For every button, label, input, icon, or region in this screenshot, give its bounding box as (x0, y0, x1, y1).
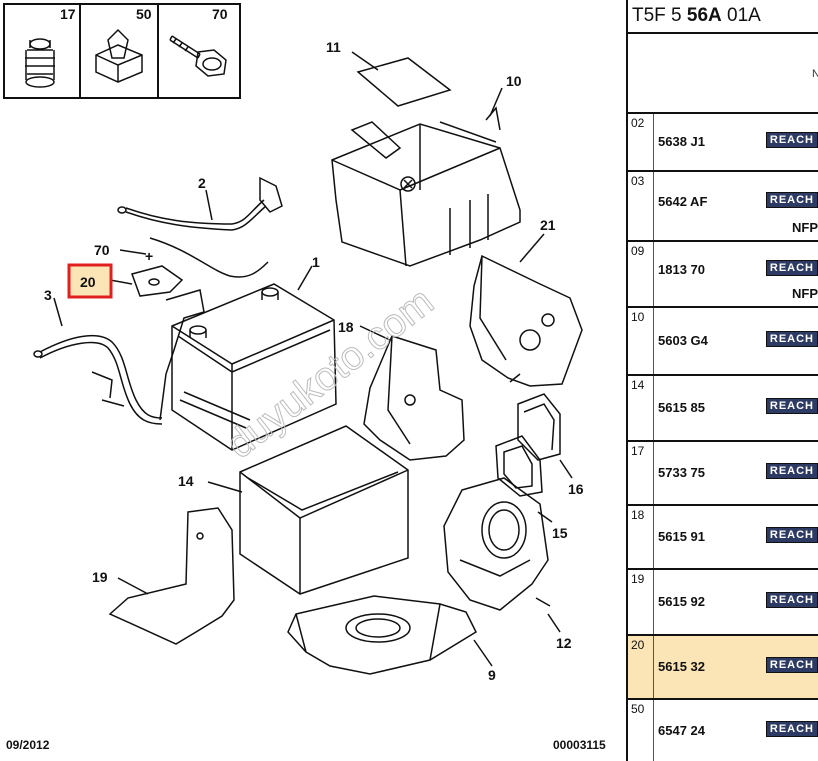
bracket-21 (469, 254, 583, 387)
cable-3 (33, 289, 205, 425)
tray-14 (239, 425, 409, 595)
inset-label-70: 70 (212, 6, 228, 22)
reach-badge: REACH (765, 331, 818, 347)
reach-badge: REACH (765, 398, 818, 414)
footer-code: 00003115 (553, 738, 606, 752)
screw-12 (535, 597, 551, 607)
inset-box (3, 3, 241, 99)
part-index: 19 (628, 570, 654, 634)
callout-19[interactable]: 19 (92, 569, 108, 585)
callout-70[interactable]: 70 (94, 242, 110, 258)
part-number[interactable]: 5615 92 (658, 594, 705, 609)
part-index: 14 (628, 376, 654, 440)
exploded-diagram: duyukoto.com 17 50 70 11 10 2 70 + 20 1 … (3, 3, 584, 683)
parts-panel: T5F 5 56A 01A N 02 5638 J1 REACH 03 5642 AF R… (626, 0, 818, 761)
part-row-10[interactable]: 10 5603 G4 REACH (628, 308, 818, 376)
parts-list: 02 5638 J1 REACH 03 5642 AF REACH NFP 09 1813 70… (628, 114, 818, 761)
callout-20[interactable]: 20 (80, 274, 96, 290)
callout-11[interactable]: 11 (326, 39, 341, 55)
reach-badge: REACH (765, 527, 818, 543)
inset-label-50: 50 (136, 6, 152, 22)
support-18 (363, 335, 465, 461)
part-row-18[interactable]: 18 5615 91 REACH (628, 506, 818, 570)
screw-70-icon (169, 35, 227, 77)
callout-16[interactable]: 16 (568, 481, 584, 497)
part-index: 17 (628, 442, 654, 504)
part-number[interactable]: 6547 24 (658, 723, 705, 738)
part-index: 10 (628, 308, 654, 374)
base-plate-9 (287, 595, 477, 675)
battery-1 (171, 283, 337, 451)
part-number[interactable]: 5638 J1 (658, 134, 705, 149)
callout-12[interactable]: 12 (556, 635, 572, 651)
edge-letter: N (812, 68, 818, 80)
insulator-20 (131, 265, 184, 297)
callout-2[interactable]: 2 (198, 175, 206, 191)
callout-15[interactable]: 15 (552, 525, 568, 541)
cover-16 (495, 393, 561, 497)
reach-badge: REACH (765, 657, 818, 673)
callout-14[interactable]: 14 (178, 473, 194, 489)
part-row-17[interactable]: 17 5733 75 REACH (628, 442, 818, 506)
part-number[interactable]: 5733 75 (658, 465, 705, 480)
part-row-02[interactable]: 02 5638 J1 REACH (628, 114, 818, 172)
reach-badge: REACH (765, 260, 818, 276)
reach-badge: REACH (765, 192, 818, 208)
header-blank: N (628, 34, 818, 114)
part-row-14[interactable]: 14 5615 85 REACH (628, 376, 818, 442)
part-index: 03 (628, 172, 654, 240)
callout-18[interactable]: 18 (338, 319, 354, 335)
part-row-19[interactable]: 19 5615 92 REACH (628, 570, 818, 636)
reach-badge: REACH (765, 592, 818, 608)
part-row-50[interactable]: 50 6547 24 REACH (628, 700, 818, 761)
part-index: 50 (628, 700, 654, 761)
part-number[interactable]: 5615 32 (658, 659, 705, 674)
grommet-17-icon (25, 38, 55, 88)
part-index: 09 (628, 242, 654, 306)
callout-20-highlight[interactable] (67, 263, 113, 299)
part-index: 02 (628, 114, 654, 170)
callout-9[interactable]: 9 (488, 667, 496, 683)
part-number[interactable]: 5615 85 (658, 400, 705, 415)
footer-date: 09/2012 (6, 738, 50, 752)
callout-3[interactable]: 3 (44, 287, 52, 303)
cable-2 (117, 176, 283, 278)
reference-header: T5F 5 56A 01A (628, 0, 818, 34)
reach-badge: REACH (765, 721, 818, 737)
part-index: 18 (628, 506, 654, 568)
part-row-09[interactable]: 09 1813 70 REACH NFP (628, 242, 818, 308)
part-number[interactable]: 5615 91 (658, 529, 705, 544)
nfp-note: NFP (792, 286, 818, 301)
bracket-15 (443, 477, 549, 611)
callout-21[interactable]: 21 (540, 217, 556, 233)
part-number[interactable]: 5603 G4 (658, 333, 708, 348)
nfp-note: NFP (792, 220, 818, 235)
part-index: 20 (628, 636, 654, 698)
part-row-20[interactable]: 20 5615 32 REACH (628, 636, 818, 700)
watermark: duyukoto.com (218, 279, 441, 467)
callout-1[interactable]: 1 (312, 254, 320, 270)
fuse-box-10 (331, 106, 521, 267)
plus-symbol: + (145, 248, 153, 264)
part-row-03[interactable]: 03 5642 AF REACH NFP (628, 172, 818, 242)
mat-19 (108, 507, 235, 645)
callout-10[interactable]: 10 (506, 73, 522, 89)
reach-badge: REACH (765, 132, 818, 148)
cover-plate-11 (356, 57, 452, 107)
clip-50-icon (95, 28, 143, 83)
inset-label-17: 17 (60, 6, 76, 22)
part-number[interactable]: 5642 AF (658, 194, 708, 209)
reach-badge: REACH (765, 463, 818, 479)
part-number[interactable]: 1813 70 (658, 262, 705, 277)
